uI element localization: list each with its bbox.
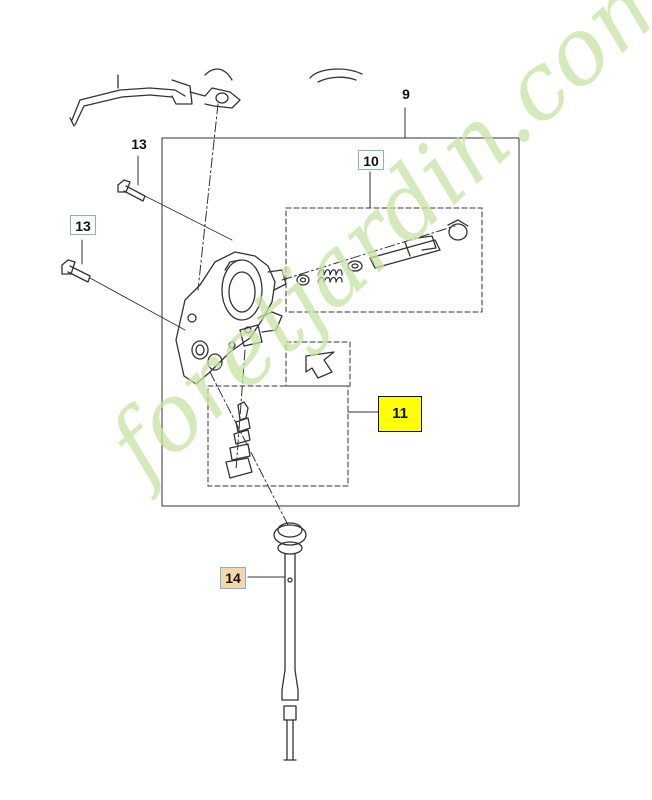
callout-13-upper: 13 <box>131 136 147 152</box>
callout-11: 11 <box>378 396 422 432</box>
pump-gear-part <box>305 351 335 379</box>
callout-13-lower: 13 <box>70 215 96 235</box>
callout-14: 14 <box>220 567 246 589</box>
oil-suction-pipe-14 <box>273 522 307 761</box>
oil-pump-body <box>175 251 287 385</box>
kit-boundary-11-upper <box>285 341 351 387</box>
oil-hose-assembly <box>69 68 241 127</box>
adjuster-screw <box>225 401 253 479</box>
guide-line-pump-valve <box>281 225 456 281</box>
screw-13-upper <box>117 179 233 241</box>
callout-10: 10 <box>358 150 384 170</box>
partial-part-top <box>309 68 363 83</box>
callout-9: 9 <box>402 86 410 102</box>
kit-boundary-11-lower <box>207 385 349 487</box>
kit-boundary-10 <box>285 207 483 313</box>
guide-line-pump-adjuster <box>235 349 246 471</box>
guide-line-hose <box>197 103 219 291</box>
valve-parts <box>296 219 469 286</box>
kit-boundary-9 <box>161 137 520 507</box>
screw-13-lower <box>61 259 186 331</box>
